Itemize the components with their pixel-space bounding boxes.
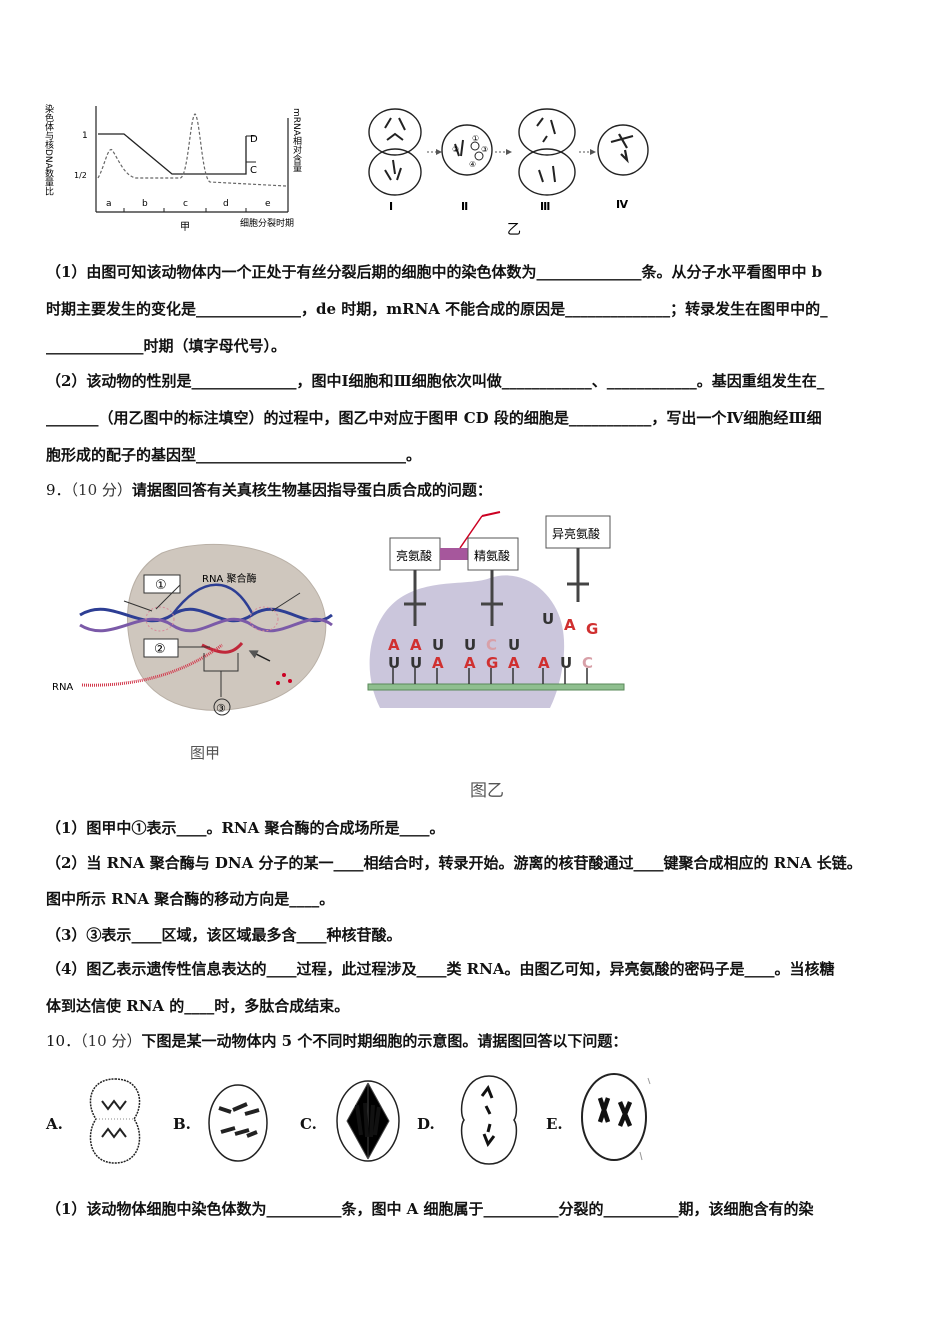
mark-3: ③ [216,702,226,715]
q10-number: 10． [46,1032,81,1050]
cell-1 [368,108,422,196]
phase-a: a [106,199,112,209]
cell-label-B: B. [173,1115,191,1133]
q9-sub-3: （3）③表示____区域，该区域最多含____种核苷酸。 [46,926,402,944]
q8-line-3: _____________时期（填字母代号）。 [46,337,287,355]
q8-line-5: _______（用乙图中的标注填空）的过程中，图乙中对应于图甲 CD 段的细胞是… [46,409,822,427]
mrna-base-2: U [410,654,422,672]
phase-d: d [223,199,229,209]
cell-label-E: E. [546,1115,563,1133]
caption-jia: 甲 [180,222,190,233]
mrna-base-5: G [486,654,498,672]
anticodon-1-3: U [432,636,444,654]
q10-sub-1: （1）该动物体细胞中染色体数为__________条，图中 A 细胞属于____… [46,1200,814,1218]
caption-yi: 乙 [507,222,521,238]
mrna-base-3: A [432,654,444,672]
mrna-base-4: A [464,654,476,672]
cell-label-C: C. [300,1115,317,1133]
amino-acid-arginine: 精氨酸 [474,548,510,563]
q8-line-1: （1）由图可知该动物体内一个正处于有丝分裂后期的细胞中的染色体数为_______… [46,263,823,281]
phase-e: e [265,199,271,209]
anticodon-2-3: U [508,636,520,654]
label-D: D [250,134,258,145]
mrna-base-1: U [388,654,400,672]
q9-points: （10 分） [70,481,132,499]
anticodon-2-2: C [486,636,497,654]
q9-number: 9． [46,481,71,499]
q9-sub-1: （1）图甲中①表示____。RNA 聚合酶的合成场所是____。 [46,819,445,837]
q9-heading: 9．（10 分）请据图回答有关真核生物基因指导蛋白质合成的问题： [46,480,906,500]
caption-fig-jia: 图甲 [190,744,221,762]
mrna-base-7: A [538,654,550,672]
rna-polymerase-label: RNA 聚合酶 [202,572,256,585]
cell-2-label: Ⅱ [461,200,468,213]
mrna-base-8: U [560,654,572,672]
phase-b: b [142,199,148,209]
anticodon-1-1: A [388,636,400,654]
q10-stem: 下图是某一动物体内 5 个不同时期细胞的示意图。请据图回答以下问题： [141,1032,628,1050]
cell-label-A: A. [46,1115,63,1133]
cell-2-mark-4: ④ [469,160,476,169]
q8-line-4: （2）该动物的性别是______________，图中Ⅰ细胞和Ⅲ细胞依次叫做__… [46,372,825,390]
cell-3 [518,108,576,196]
y-axis-left-label: 染色体与核DNA数量比 [43,103,54,196]
q8-line-6: 胞形成的配子的基因型____________________________。 [46,446,422,464]
cell-E [581,1073,651,1161]
cell-2-mark-2: ② [452,145,459,154]
amino-acid-leucine: 亮氨酸 [396,548,432,563]
cell-4 [597,124,649,176]
q9-sub-4b: 体到达信使 RNA 的____时，多肽合成结束。 [46,997,350,1015]
rna-label: RNA [52,682,73,693]
anticodon-1-2: A [410,636,422,654]
cell-B [208,1084,268,1162]
label-C: C [250,165,257,176]
q8-line-2: 时期主要发生的变化是______________，de 时期，mRNA 不能合成… [46,300,828,318]
mrna-base-6: A [508,654,520,672]
anticodon-3-2: A [564,616,576,634]
figure-translation: 亮氨酸 精氨酸 异亮氨酸 A A U U C U U A G U U A A G… [367,511,625,708]
tick-one: 1 [82,131,88,141]
q10-heading: 10．（10 分）下图是某一动物体内 5 个不同时期细胞的示意图。请据图回答以下… [46,1031,906,1051]
cell-A [89,1078,141,1164]
q9-stem: 请据图回答有关真核生物基因指导蛋白质合成的问题： [131,481,492,499]
cell-3-label: Ⅲ [540,200,550,213]
caption-fig-yi: 图乙 [470,781,504,801]
cell-4-label: Ⅳ [616,198,629,211]
cell-2 [441,124,493,176]
amino-acid-isoleucine: 异亮氨酸 [552,526,600,541]
figure-jia-graph: 染色体与核DNA数量比 mRNA相对含量 1 1/2 D C a b c d e… [43,103,302,233]
cell-2-mark-1: ① [472,134,479,143]
cell-1-label: Ⅰ [389,200,393,213]
mrna-base-9: C [582,654,593,672]
anticodon-2-1: U [464,636,476,654]
tick-half: 1/2 [74,171,87,180]
q9-sub-2b: 图中所示 RNA 聚合酶的移动方向是____。 [46,890,335,908]
q10-points: （10 分） [80,1032,142,1050]
q9-sub-4a: （4）图乙表示遗传性信息表达的____过程，此过程涉及____类 RNA。由图乙… [46,960,835,978]
cell-2-mark-3: ③ [481,145,488,154]
anticodon-3-3: G [586,620,598,638]
x-axis-label: 细胞分裂时期 [240,217,294,229]
mark-1: ① [155,578,167,593]
cell-D [460,1075,518,1165]
q9-sub-2a: （2）当 RNA 聚合酶与 DNA 分子的某一____相结合时，转录开始。游离的… [46,854,862,872]
mark-2: ② [154,642,166,657]
cell-C [336,1080,400,1162]
cell-label-D: D. [417,1115,435,1133]
figure-yi-cells: Ⅰ ① ② ③ ④ Ⅱ Ⅲ Ⅳ 乙 [368,108,649,238]
phase-c: c [183,199,188,209]
y-axis-right-label: mRNA相对含量 [291,108,302,172]
anticodon-3-1: U [542,610,554,628]
figure-transcription: ① RNA 聚合酶 ② ③ RNA [52,543,333,716]
